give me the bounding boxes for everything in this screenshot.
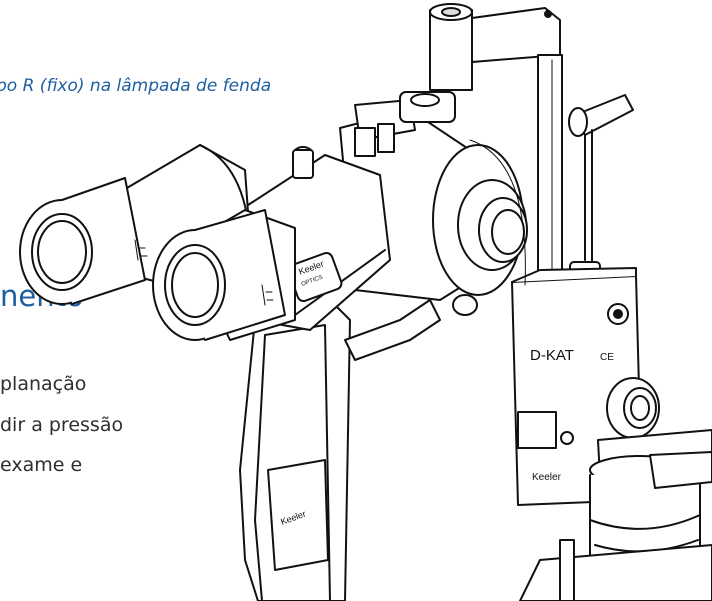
measuring-arm xyxy=(568,94,634,285)
eyepiece-right xyxy=(134,209,296,341)
handle-grip: Keeler xyxy=(239,294,478,601)
eyepiece-left xyxy=(19,144,251,305)
dkat-brand: Keeler xyxy=(532,472,562,483)
dkat-knob xyxy=(606,377,660,439)
body-text-line-2: dir a pressão xyxy=(0,414,124,436)
body-text-line-1: planação xyxy=(0,373,87,395)
base-turret xyxy=(519,429,712,601)
tonometer-column xyxy=(429,3,563,316)
dkat-label: D-KAT xyxy=(530,347,574,364)
body-text-line-3: exame e xyxy=(0,454,83,476)
figure-caption: po R (fixo) na lâmpada de fenda xyxy=(0,76,272,96)
ce-mark: CE xyxy=(600,352,614,363)
